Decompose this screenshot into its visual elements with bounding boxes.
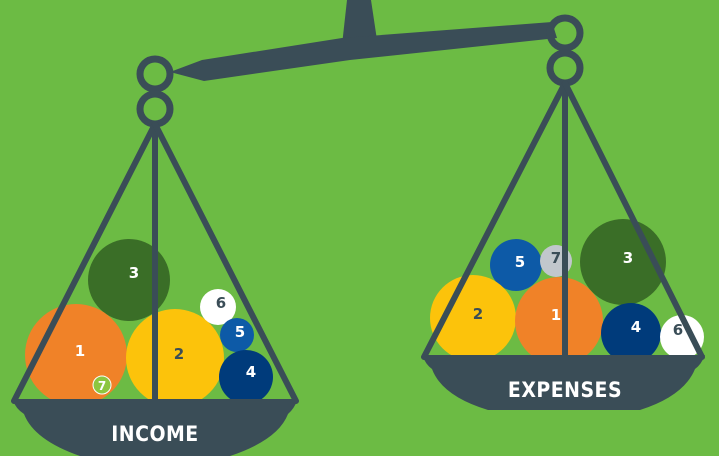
weight-label: 2: [473, 305, 483, 323]
weight-label: 1: [551, 306, 561, 324]
scale-beam: [170, 0, 557, 81]
right-string-outer: [421, 80, 568, 360]
right-ring-bottom: [546, 49, 584, 87]
right-pan-strings: [421, 80, 705, 364]
pan-label-expenses: EXPENSES: [508, 378, 622, 402]
weight-label: 3: [129, 264, 139, 282]
weight-6: 6: [660, 315, 704, 359]
weight-5: 5: [220, 318, 254, 352]
right-hanger-rings: [546, 14, 584, 87]
weight-label: 3: [623, 249, 633, 267]
weight-label: 4: [246, 363, 256, 381]
right-string-outer: [562, 80, 705, 360]
right-pan-bowl: [422, 355, 705, 410]
weight-label: 1: [75, 342, 85, 360]
left-pan-weights: 3 1 2 6 5 4 7: [25, 239, 273, 407]
weight-label: 4: [631, 318, 641, 336]
right-ring-top: [546, 14, 584, 52]
left-pan-strings: [11, 121, 299, 408]
right-pan: EXPENSES: [422, 355, 705, 410]
weight-5: 5: [490, 239, 542, 291]
pan-label-income: INCOME: [111, 422, 198, 446]
weight-label: 5: [515, 253, 525, 271]
left-pan-bowl: [12, 399, 298, 456]
left-ring-top: [136, 55, 174, 93]
left-string-outer: [152, 121, 299, 404]
weight-6: 6: [200, 289, 236, 325]
left-hanger-rings: [136, 55, 174, 128]
weight-label: 6: [673, 321, 683, 339]
weight-label: 2: [174, 345, 184, 363]
weight-4: 4: [601, 303, 661, 363]
weight-3: 3: [88, 239, 170, 321]
weight-label: 5: [235, 323, 245, 341]
weight-1: 1: [515, 277, 603, 365]
weight-4: 4: [219, 350, 273, 404]
left-string-outer: [11, 121, 158, 404]
weight-2: 2: [126, 309, 224, 407]
beam-bar: [170, 22, 557, 81]
weight-label: 6: [216, 294, 226, 312]
weight-7: 7: [92, 375, 112, 395]
scale-pillar: [342, 0, 377, 45]
weight-label: 7: [98, 379, 106, 393]
left-ring-bottom: [136, 90, 174, 128]
weight-label: 7: [551, 249, 561, 267]
weight-2: 2: [430, 275, 516, 361]
left-pan: INCOME: [12, 399, 298, 456]
